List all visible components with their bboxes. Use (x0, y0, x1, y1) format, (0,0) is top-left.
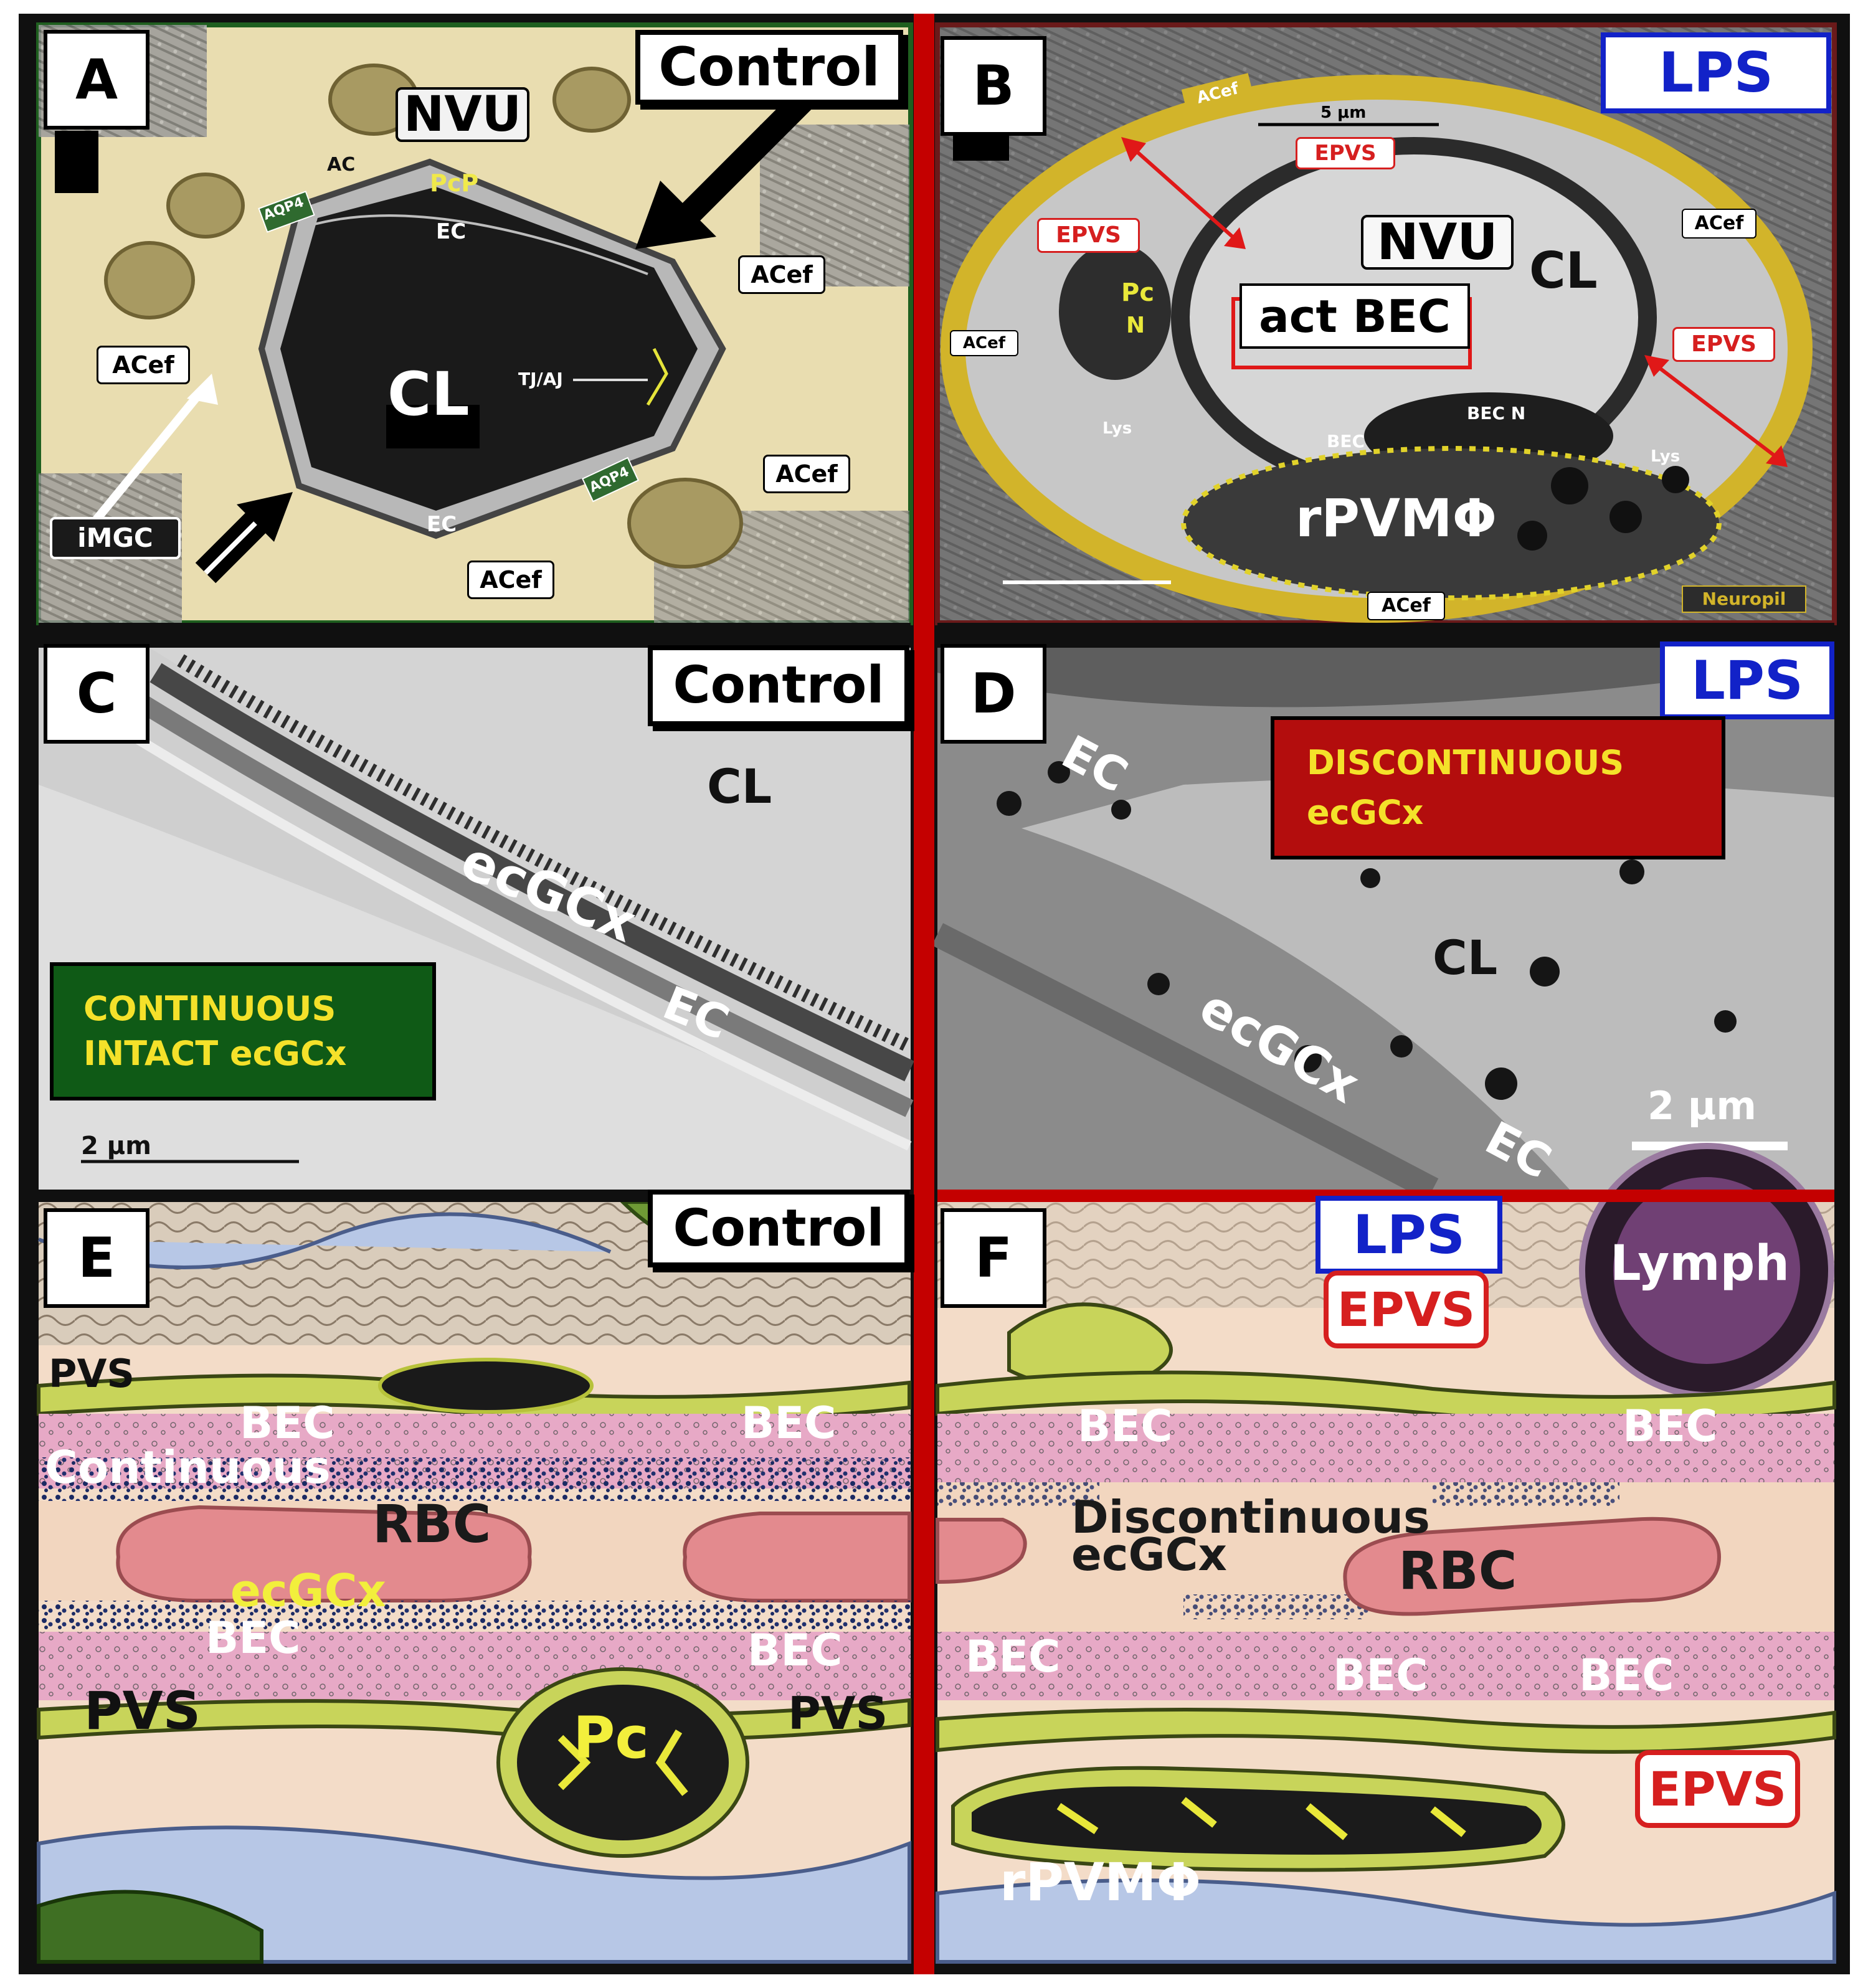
panel-a-nvu-label: NVU (396, 87, 529, 142)
panel-b-acef-left-label: ACef (950, 330, 1018, 356)
panel-b-epvs-top-label: EPVS (1296, 137, 1395, 169)
panel-e-bec-top-left-label: BEC (240, 1398, 335, 1449)
panel-b-cl-label: CL (1529, 242, 1598, 300)
panel-f-rbc-label: RBC (1398, 1540, 1517, 1601)
panel-a-acef-right-bottom-label: ACef (763, 455, 850, 493)
panel-d-condition: LPS (1660, 641, 1834, 719)
panel-b-n-label: N (1126, 313, 1145, 338)
panel-a-ac-label: AC (327, 154, 356, 176)
panel-f-lymph-label: Lymph (1610, 1236, 1790, 1292)
panel-e-letter: E (44, 1208, 149, 1308)
panel-c-callout-line-2: INTACT ecGCx (83, 1034, 347, 1073)
panel-f-rpvm-label: rPVMΦ (1000, 1852, 1201, 1913)
panel-e-rbc-label: RBC (372, 1493, 491, 1555)
panel-e-condition: Control (648, 1190, 909, 1267)
panel-a-condition: Control (635, 30, 903, 105)
panel-a-letter: A (44, 30, 149, 130)
panel-b-neuropil-label: Neuropil (1682, 585, 1806, 613)
panel-divider-vertical (914, 14, 934, 1974)
panel-b-act-bec-label: act BEC (1240, 283, 1470, 349)
panel-f-epvs-top-label: EPVS (1324, 1271, 1489, 1348)
panel-d-scale-label: 2 μm (1647, 1083, 1756, 1129)
panel-b-nvu-label: NVU (1361, 215, 1514, 270)
panel-f-bec-bottom-right-label: BEC (1579, 1650, 1674, 1701)
panel-e-bec-bottom-right-label: BEC (747, 1625, 843, 1676)
panel-c-cl-label: CL (707, 759, 772, 814)
panel-b-lys-left-label: Lys (1102, 419, 1132, 438)
panel-c-image (39, 648, 914, 1190)
panel-e-continuous-label: Continuous (45, 1441, 331, 1493)
panel-e-pvs-bottom-right-label: PVS (788, 1687, 888, 1740)
panel-d-callout-line-2: ecGCx (1307, 793, 1424, 832)
panel-c-scale-label: 2 μm (81, 1132, 151, 1160)
panel-a-tj-aj-label: TJ/AJ (518, 369, 563, 389)
panel-c-letter: C (44, 644, 149, 744)
panel-b-epvs-right-label: EPVS (1672, 327, 1775, 362)
panel-b-acef-bottom-label: ACef (1367, 592, 1445, 620)
panel-a-acef-left-label: ACef (97, 346, 190, 384)
panel-e-pvs-top-label: PVS (49, 1351, 135, 1396)
panel-c-callout: CONTINUOUS INTACT ecGCx (50, 962, 436, 1100)
panel-e-pvs-bottom-left-label: PVS (84, 1680, 201, 1741)
panel-a-acef-right-top-label: ACef (738, 255, 825, 294)
panel-e-pc-label: Pc (573, 1705, 649, 1771)
panel-d-cl-label: CL (1433, 930, 1498, 985)
panel-b-epvs-left-label: EPVS (1037, 218, 1140, 253)
panel-e-bec-bottom-left-label: BEC (206, 1612, 301, 1664)
panel-a-cl-label: CL (387, 359, 470, 429)
panel-f-letter: F (941, 1208, 1046, 1308)
panel-b-bec-n-label: BEC N (1467, 403, 1526, 424)
panel-a-ec-top-label: EC (436, 219, 467, 244)
panel-f-condition: LPS (1315, 1196, 1502, 1274)
panel-f-discontinuous-label: Discontinuous (1071, 1491, 1430, 1543)
panel-b-acef-right-label: ACef (1682, 209, 1756, 239)
panel-a-ec-bottom-label: EC (427, 512, 457, 537)
panel-d-image (931, 648, 1834, 1201)
panel-d-callout-line-1: DISCONTINUOUS (1307, 743, 1624, 782)
panel-f-bec-top-left-label: BEC (1078, 1401, 1173, 1452)
panel-e-bec-top-right-label: BEC (741, 1398, 837, 1449)
panel-a-acef-bottom-label: ACef (467, 561, 554, 599)
panel-f-bec-bottom-mid-label: BEC (1333, 1650, 1428, 1701)
panel-b-scale-label: 5 μm (1320, 103, 1367, 122)
panel-e-ecgcx-label: ecGCx (230, 1564, 386, 1617)
panel-b-condition: LPS (1601, 32, 1831, 113)
panel-f-bec-top-right-label: BEC (1623, 1401, 1718, 1452)
panel-d-letter: D (941, 644, 1046, 744)
panel-f-ecgcx-label: ecGCx (1071, 1528, 1227, 1581)
panel-b-pc-label: Pc (1121, 278, 1155, 307)
panel-c-condition: Control (648, 645, 909, 726)
panel-b-lys-right-label: Lys (1651, 447, 1680, 466)
panel-a-imgc-label: iMGC (50, 517, 181, 559)
panel-d-callout: DISCONTINUOUS ecGCx (1271, 716, 1725, 859)
panel-b-bec-label: BEC (1327, 431, 1365, 452)
panel-f-bec-bottom-left-label: BEC (965, 1631, 1061, 1682)
panel-c-callout-line-1: CONTINUOUS (83, 989, 336, 1028)
panel-a-pcp-label: PcP (430, 169, 479, 197)
panel-b-letter: B (941, 36, 1046, 136)
panel-e-illustration (37, 1200, 911, 1964)
panel-f-epvs-bottom-label: EPVS (1635, 1750, 1800, 1828)
panel-b-rpvm-label: rPVMΦ (1296, 488, 1497, 549)
